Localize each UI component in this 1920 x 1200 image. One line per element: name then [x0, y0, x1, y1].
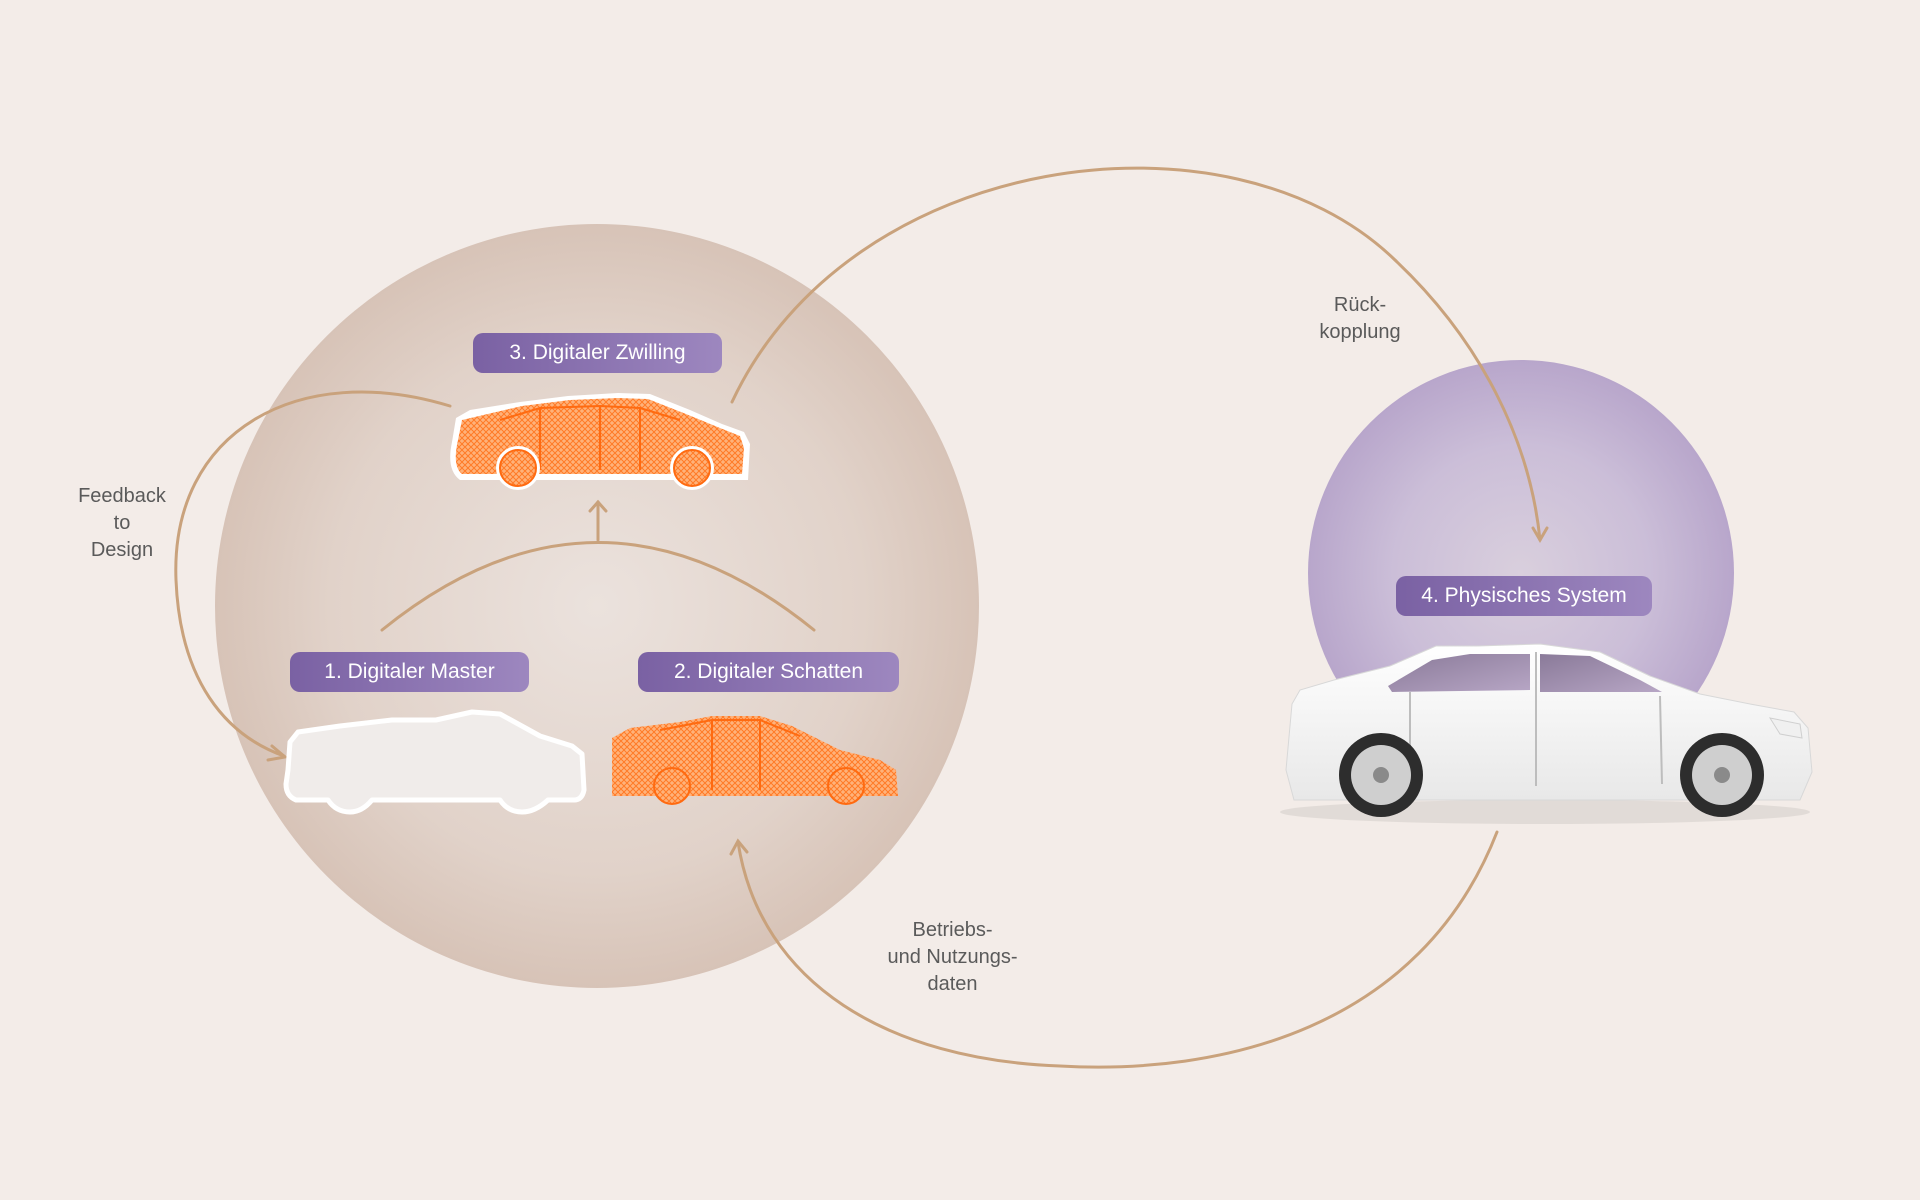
betrieb-arrowhead — [729, 838, 749, 856]
physical-label: 4. Physisches System — [1396, 576, 1652, 616]
betrieb-arrow — [736, 830, 1499, 1069]
merge-arc — [380, 541, 816, 632]
feedback-note-line3: Design — [90, 539, 154, 561]
twin-car-icon — [450, 393, 750, 490]
feedback-note-line2: to — [113, 512, 131, 534]
feedback-to-design-note: Feedback to Design — [52, 483, 192, 564]
betriebsdaten-note: Betriebs- und Nutzungs- daten — [855, 917, 1050, 998]
rueckkopplung-note: Rück- kopplung — [1290, 292, 1430, 346]
master-label: 1. Digitaler Master — [290, 652, 529, 692]
betrieb-note-line3: daten — [927, 973, 978, 995]
rueckkopplung-note-line1: Rück- — [1333, 294, 1387, 316]
feedback-arrow — [174, 390, 452, 758]
feedback-note-line1: Feedback — [78, 485, 166, 507]
rueckkopplung-arrowhead — [1531, 526, 1549, 543]
twin-label: 3. Digitaler Zwilling — [473, 333, 722, 373]
physical-car-icon — [1280, 643, 1813, 824]
rueckkopplung-note-line2: kopplung — [1319, 321, 1401, 343]
feedback-arrowhead — [266, 744, 289, 762]
shadow-label: 2. Digitaler Schatten — [638, 652, 899, 692]
master-car-icon — [283, 709, 587, 815]
shadow-car-icon — [612, 716, 898, 805]
up-arrow-head — [588, 499, 608, 513]
betrieb-note-line1: Betriebs- — [912, 919, 993, 941]
betrieb-note-line2: und Nutzungs- — [887, 946, 1018, 968]
rueckkopplung-arrow — [730, 166, 1542, 542]
